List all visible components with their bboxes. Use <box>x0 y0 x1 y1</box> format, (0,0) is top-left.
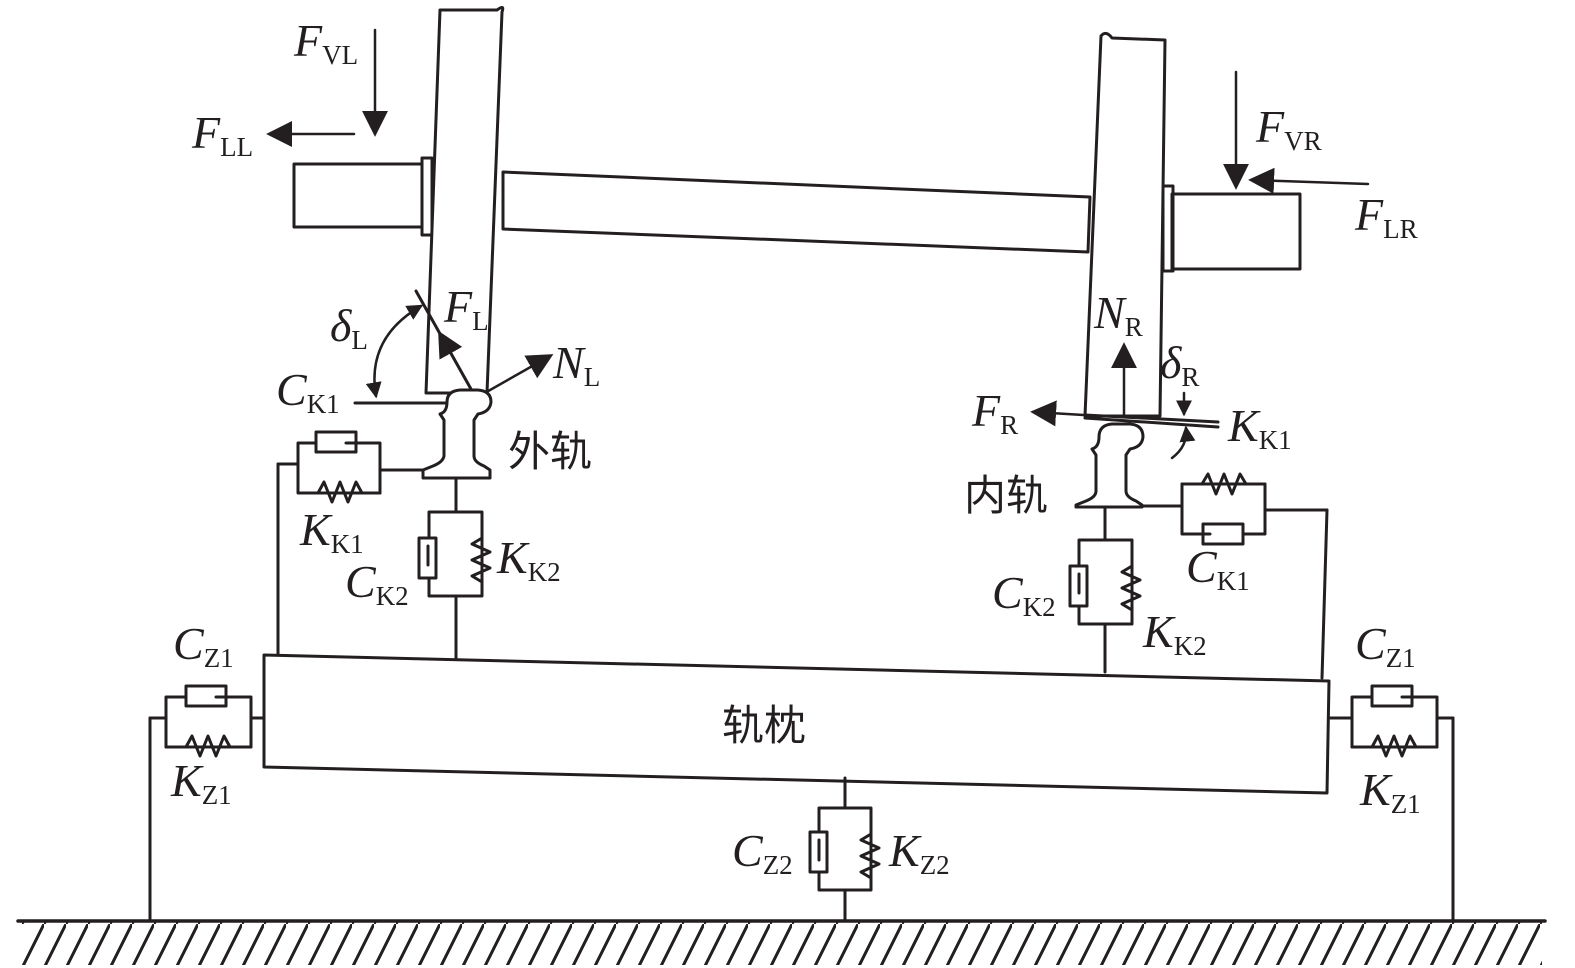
label-cz2: CZ2 <box>732 825 793 880</box>
label-kz1-left: KZ1 <box>170 755 232 810</box>
wheelset <box>292 5 1302 418</box>
right-journal-collar <box>1161 184 1175 273</box>
left-spring-kz1 <box>164 734 253 758</box>
inner-rail-profile <box>1074 422 1145 509</box>
label-cz1-right: CZ1 <box>1355 618 1416 673</box>
inner-fastener-vertical <box>1320 508 1329 680</box>
inner-spring-kk1 <box>1180 472 1267 496</box>
label-kk1-left: KK1 <box>299 504 364 559</box>
left-journal <box>292 162 424 229</box>
outer-spring-kk1 <box>298 480 382 504</box>
label-f-lr: FLR <box>1354 189 1418 244</box>
label-ck2-right: CK2 <box>992 567 1056 622</box>
outer-rail <box>276 388 493 662</box>
ground-hatching <box>22 921 1542 965</box>
label-sleeper: 轨枕 <box>722 701 806 750</box>
left-contact-angle <box>353 289 478 405</box>
label-ck2-left: CK2 <box>345 556 409 611</box>
labels: FVL FLL FVR FLR FL NL NR FR δL δR <box>170 15 1421 880</box>
inner-rail <box>1068 422 1329 680</box>
axle-body <box>501 170 1092 254</box>
right-sleeper-support <box>1327 684 1455 923</box>
label-kk1-right: KK1 <box>1227 400 1292 455</box>
right-contact-tangent <box>1083 413 1220 424</box>
label-inner-rail: 内轨 <box>964 471 1048 520</box>
outer-spring-kk2-left <box>470 528 492 592</box>
label-ck1-right: CK1 <box>1186 541 1250 596</box>
label-f-vl: FVL <box>293 15 358 70</box>
ground <box>16 919 1547 965</box>
right-wheel <box>1083 31 1167 418</box>
label-n-l: NL <box>552 337 600 392</box>
right-angle-tick-bottom <box>1170 425 1196 460</box>
label-f-l: FL <box>443 281 489 336</box>
outer-rail-profile <box>421 388 493 480</box>
right-contact-angle <box>1083 391 1220 460</box>
force-lr-arrow <box>1248 167 1370 194</box>
label-ck1-left: CK1 <box>276 364 340 419</box>
label-outer-rail: 外轨 <box>508 427 592 476</box>
right-journal <box>1170 192 1302 271</box>
label-delta-l: δL <box>330 300 368 355</box>
label-f-r: FR <box>971 385 1018 440</box>
label-kk2-right: KK2 <box>1142 606 1207 661</box>
label-kk2-left: KK2 <box>496 532 561 587</box>
label-delta-r: δR <box>1160 337 1199 392</box>
right-spring-kz1 <box>1350 734 1439 758</box>
label-f-vr: FVR <box>1255 101 1322 156</box>
inner-spring-kk2 <box>1120 556 1142 620</box>
label-cz1-left: CZ1 <box>173 618 234 673</box>
left-journal-collar <box>420 156 434 237</box>
left-sleeper-support <box>148 684 266 923</box>
right-tangent-line <box>1083 416 1220 429</box>
label-f-ll: FLL <box>191 107 253 162</box>
force-nl-arrow <box>474 354 554 400</box>
label-n-r: NR <box>1093 287 1143 342</box>
left-wheel <box>424 5 505 395</box>
label-kz2: KZ2 <box>888 825 950 880</box>
label-kz1-right: KZ1 <box>1359 764 1421 819</box>
left-angle-arc <box>365 304 424 399</box>
left-tangent-line <box>414 289 478 400</box>
sleeper-body <box>262 653 1331 795</box>
center-sleeper-support <box>808 776 881 923</box>
center-spring-kz2 <box>859 824 881 886</box>
